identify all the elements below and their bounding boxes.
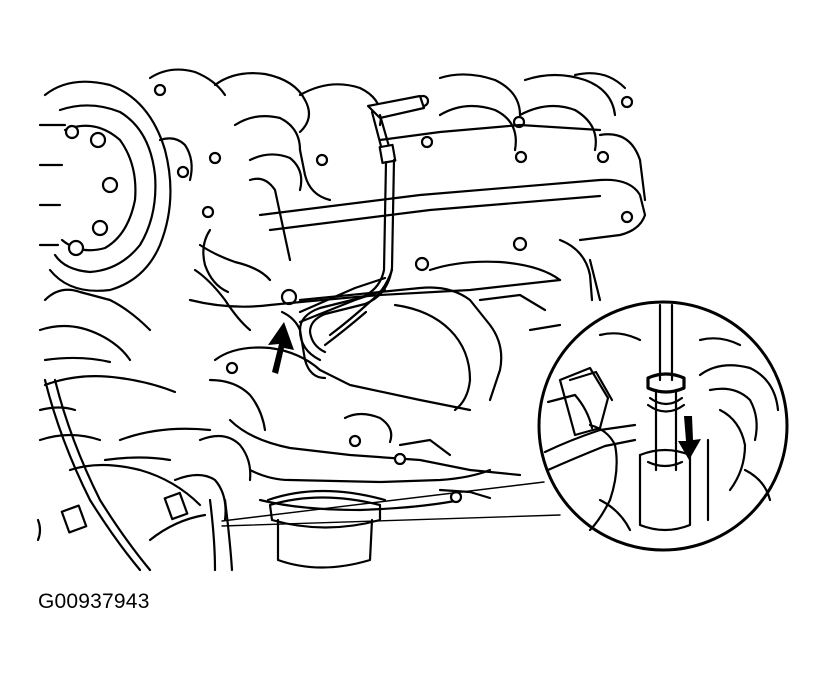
leader-line xyxy=(221,481,561,527)
valley-cover xyxy=(193,123,647,332)
dipstick xyxy=(280,94,426,380)
crank-pulley xyxy=(38,80,172,362)
cylinder-head xyxy=(148,68,634,224)
oil-filter xyxy=(266,489,387,569)
up-arrow xyxy=(268,322,294,374)
detail-inset xyxy=(537,300,789,552)
engine-block xyxy=(36,68,647,572)
detail-contents xyxy=(543,303,780,532)
wire-harness xyxy=(36,378,252,572)
oil-pan xyxy=(38,238,602,512)
figure-caption: G00937943 xyxy=(38,590,150,613)
